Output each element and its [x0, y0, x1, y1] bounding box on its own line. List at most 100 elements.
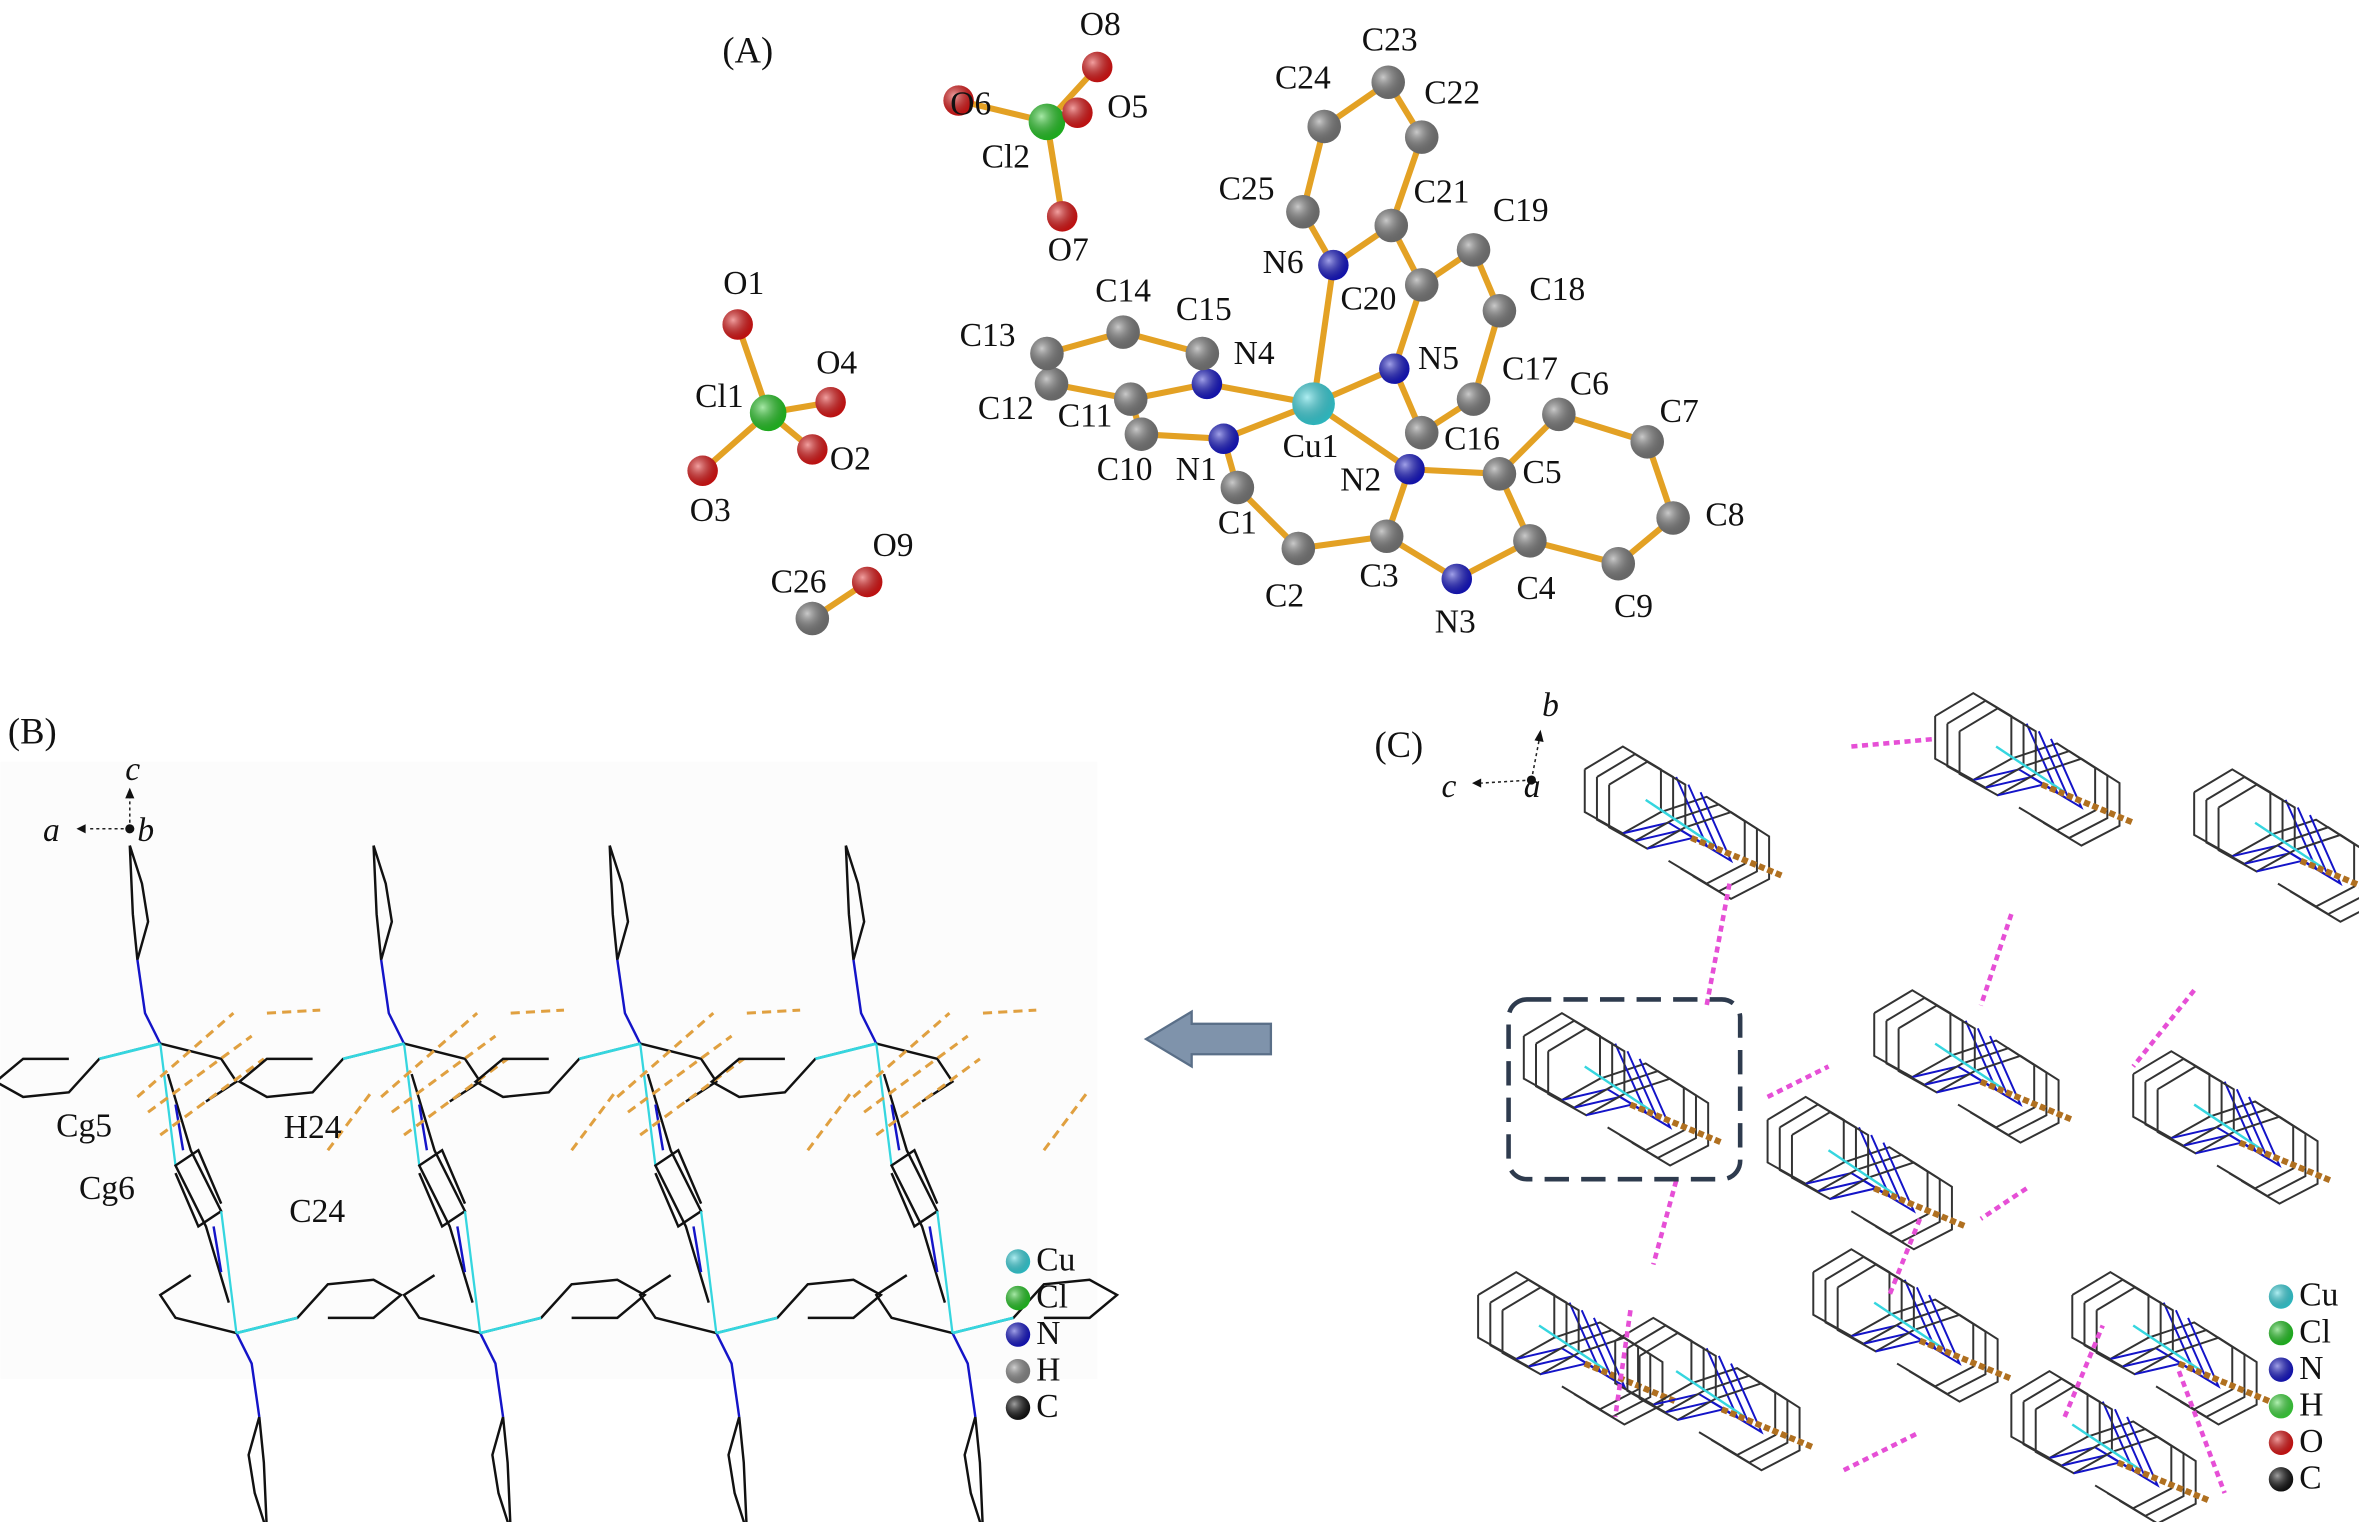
- atom-label: O8: [1080, 6, 1121, 43]
- molecule-bond: [463, 1211, 482, 1334]
- molecule-bond: [815, 1042, 877, 1061]
- molecule-bond: [342, 1042, 405, 1061]
- atom-n3: [1441, 563, 1473, 595]
- molecule-bond: [639, 1042, 719, 1103]
- molecule-chain-unit: [473, 845, 719, 1229]
- atom-c12: [1034, 367, 1069, 401]
- molecule-bond: [875, 1043, 893, 1166]
- atom-o8: [1081, 51, 1113, 83]
- atom-label: C17: [1502, 350, 1558, 387]
- molecule-bond: [456, 1226, 467, 1273]
- atom-label: C5: [1523, 454, 1562, 491]
- molecule-bond: [716, 1316, 778, 1335]
- hydrogen-bond: [1651, 1180, 1679, 1266]
- molecule-bond: [417, 1148, 474, 1303]
- atom-label: Cu1: [1283, 428, 1339, 465]
- molecule-bond: [235, 1332, 261, 1418]
- molecule-bond: [727, 1416, 748, 1522]
- atom-label: O2: [830, 440, 871, 477]
- atom-label: N4: [1234, 335, 1275, 372]
- molecule-chain-unit: [874, 1148, 1120, 1522]
- arrow-left-icon: [1143, 1009, 1273, 1069]
- atom-label: N2: [1340, 462, 1381, 499]
- atom-label: C19: [1493, 192, 1549, 229]
- atom-c5: [1482, 457, 1517, 491]
- atom-c7: [1630, 425, 1664, 459]
- legend-label: Cl: [1036, 1278, 1068, 1315]
- complex-cluster: [1522, 1011, 1724, 1167]
- atom-n5: [1379, 353, 1410, 384]
- complex-cluster: [1873, 989, 2074, 1144]
- molecule-chain-unit: [638, 1148, 884, 1522]
- hydrogen-bond: [1842, 1430, 1921, 1473]
- atom-c4: [1513, 524, 1547, 558]
- atom-label: C16: [1444, 421, 1500, 458]
- complex-cluster: [1477, 1270, 1678, 1426]
- panel-a-label: (A): [722, 29, 773, 70]
- atom-label: C7: [1660, 393, 1699, 430]
- atom-label: O9: [873, 527, 914, 564]
- complex-cluster: [2010, 1370, 2211, 1522]
- atom-label: C9: [1614, 588, 1653, 625]
- legend-label: N: [1036, 1315, 1060, 1352]
- molecule-bond: [699, 1211, 718, 1334]
- axis-indicator-b: c a b: [43, 751, 154, 849]
- atom-c14: [1106, 315, 1140, 349]
- hydrogen-bond: [2176, 1370, 2227, 1494]
- atom-label: C6: [1570, 366, 1609, 403]
- atom-label: C25: [1219, 171, 1275, 208]
- atom-label: N5: [1418, 340, 1459, 377]
- atom-o9: [851, 566, 883, 598]
- atom-label: C20: [1340, 280, 1396, 317]
- complex-cluster: [1934, 692, 2135, 847]
- legend-item-h: H: [1005, 1351, 1060, 1388]
- atom-label: O3: [690, 492, 731, 529]
- molecule-bond: [876, 1042, 955, 1103]
- atom-label: C8: [1705, 497, 1744, 534]
- atom-label: N3: [1435, 603, 1476, 640]
- axis-c-label: c: [125, 751, 140, 788]
- atom-c9: [1601, 546, 1636, 581]
- atom-label: C1: [1218, 504, 1257, 541]
- atom-label: C15: [1176, 291, 1232, 328]
- atom-label: Cl2: [982, 139, 1030, 176]
- atom-o4: [815, 386, 846, 418]
- atom-label: C22: [1424, 75, 1480, 112]
- atoms: [687, 51, 1690, 636]
- molecule-bond: [654, 1104, 665, 1151]
- molecule-bond: [212, 1226, 223, 1273]
- molecule-bond: [98, 1042, 161, 1061]
- atom-o1: [722, 309, 753, 340]
- atom-c6: [1542, 397, 1576, 432]
- atom-c3: [1369, 519, 1404, 554]
- molecule-bond: [166, 1073, 223, 1229]
- atom-label: C11: [1058, 398, 1113, 435]
- atom-c13: [1030, 336, 1064, 371]
- legend-label: Cu: [2299, 1277, 2338, 1314]
- legend-label: Cu: [1036, 1242, 1075, 1279]
- atom-label: C26: [771, 564, 827, 601]
- atom-c16: [1404, 415, 1439, 450]
- molecule-bond: [715, 1332, 741, 1418]
- atom-label: C21: [1414, 174, 1470, 211]
- molecule-bond: [936, 1211, 954, 1334]
- panel-b-label: (B): [8, 710, 57, 751]
- axis-b-label: b: [1542, 687, 1559, 724]
- complex-cluster: [1614, 1316, 1815, 1472]
- legend-item-h: H: [2268, 1386, 2323, 1423]
- molecule-bond: [173, 1148, 230, 1303]
- molecule-bond: [890, 1104, 901, 1151]
- molecule-bond: [479, 1316, 542, 1335]
- legend-label: O: [2299, 1423, 2323, 1460]
- 3d-packing-network: [1477, 692, 2359, 1522]
- molecule-bond: [159, 1042, 239, 1103]
- atom-cu1: [1292, 382, 1335, 426]
- molecule-bond: [928, 1226, 939, 1273]
- molecule-bond: [608, 845, 630, 961]
- molecule-chain-unit: [158, 1148, 404, 1522]
- molecule-chain-unit: [237, 845, 482, 1229]
- molecule-bond: [402, 1274, 481, 1335]
- molecule-bond: [646, 1073, 703, 1229]
